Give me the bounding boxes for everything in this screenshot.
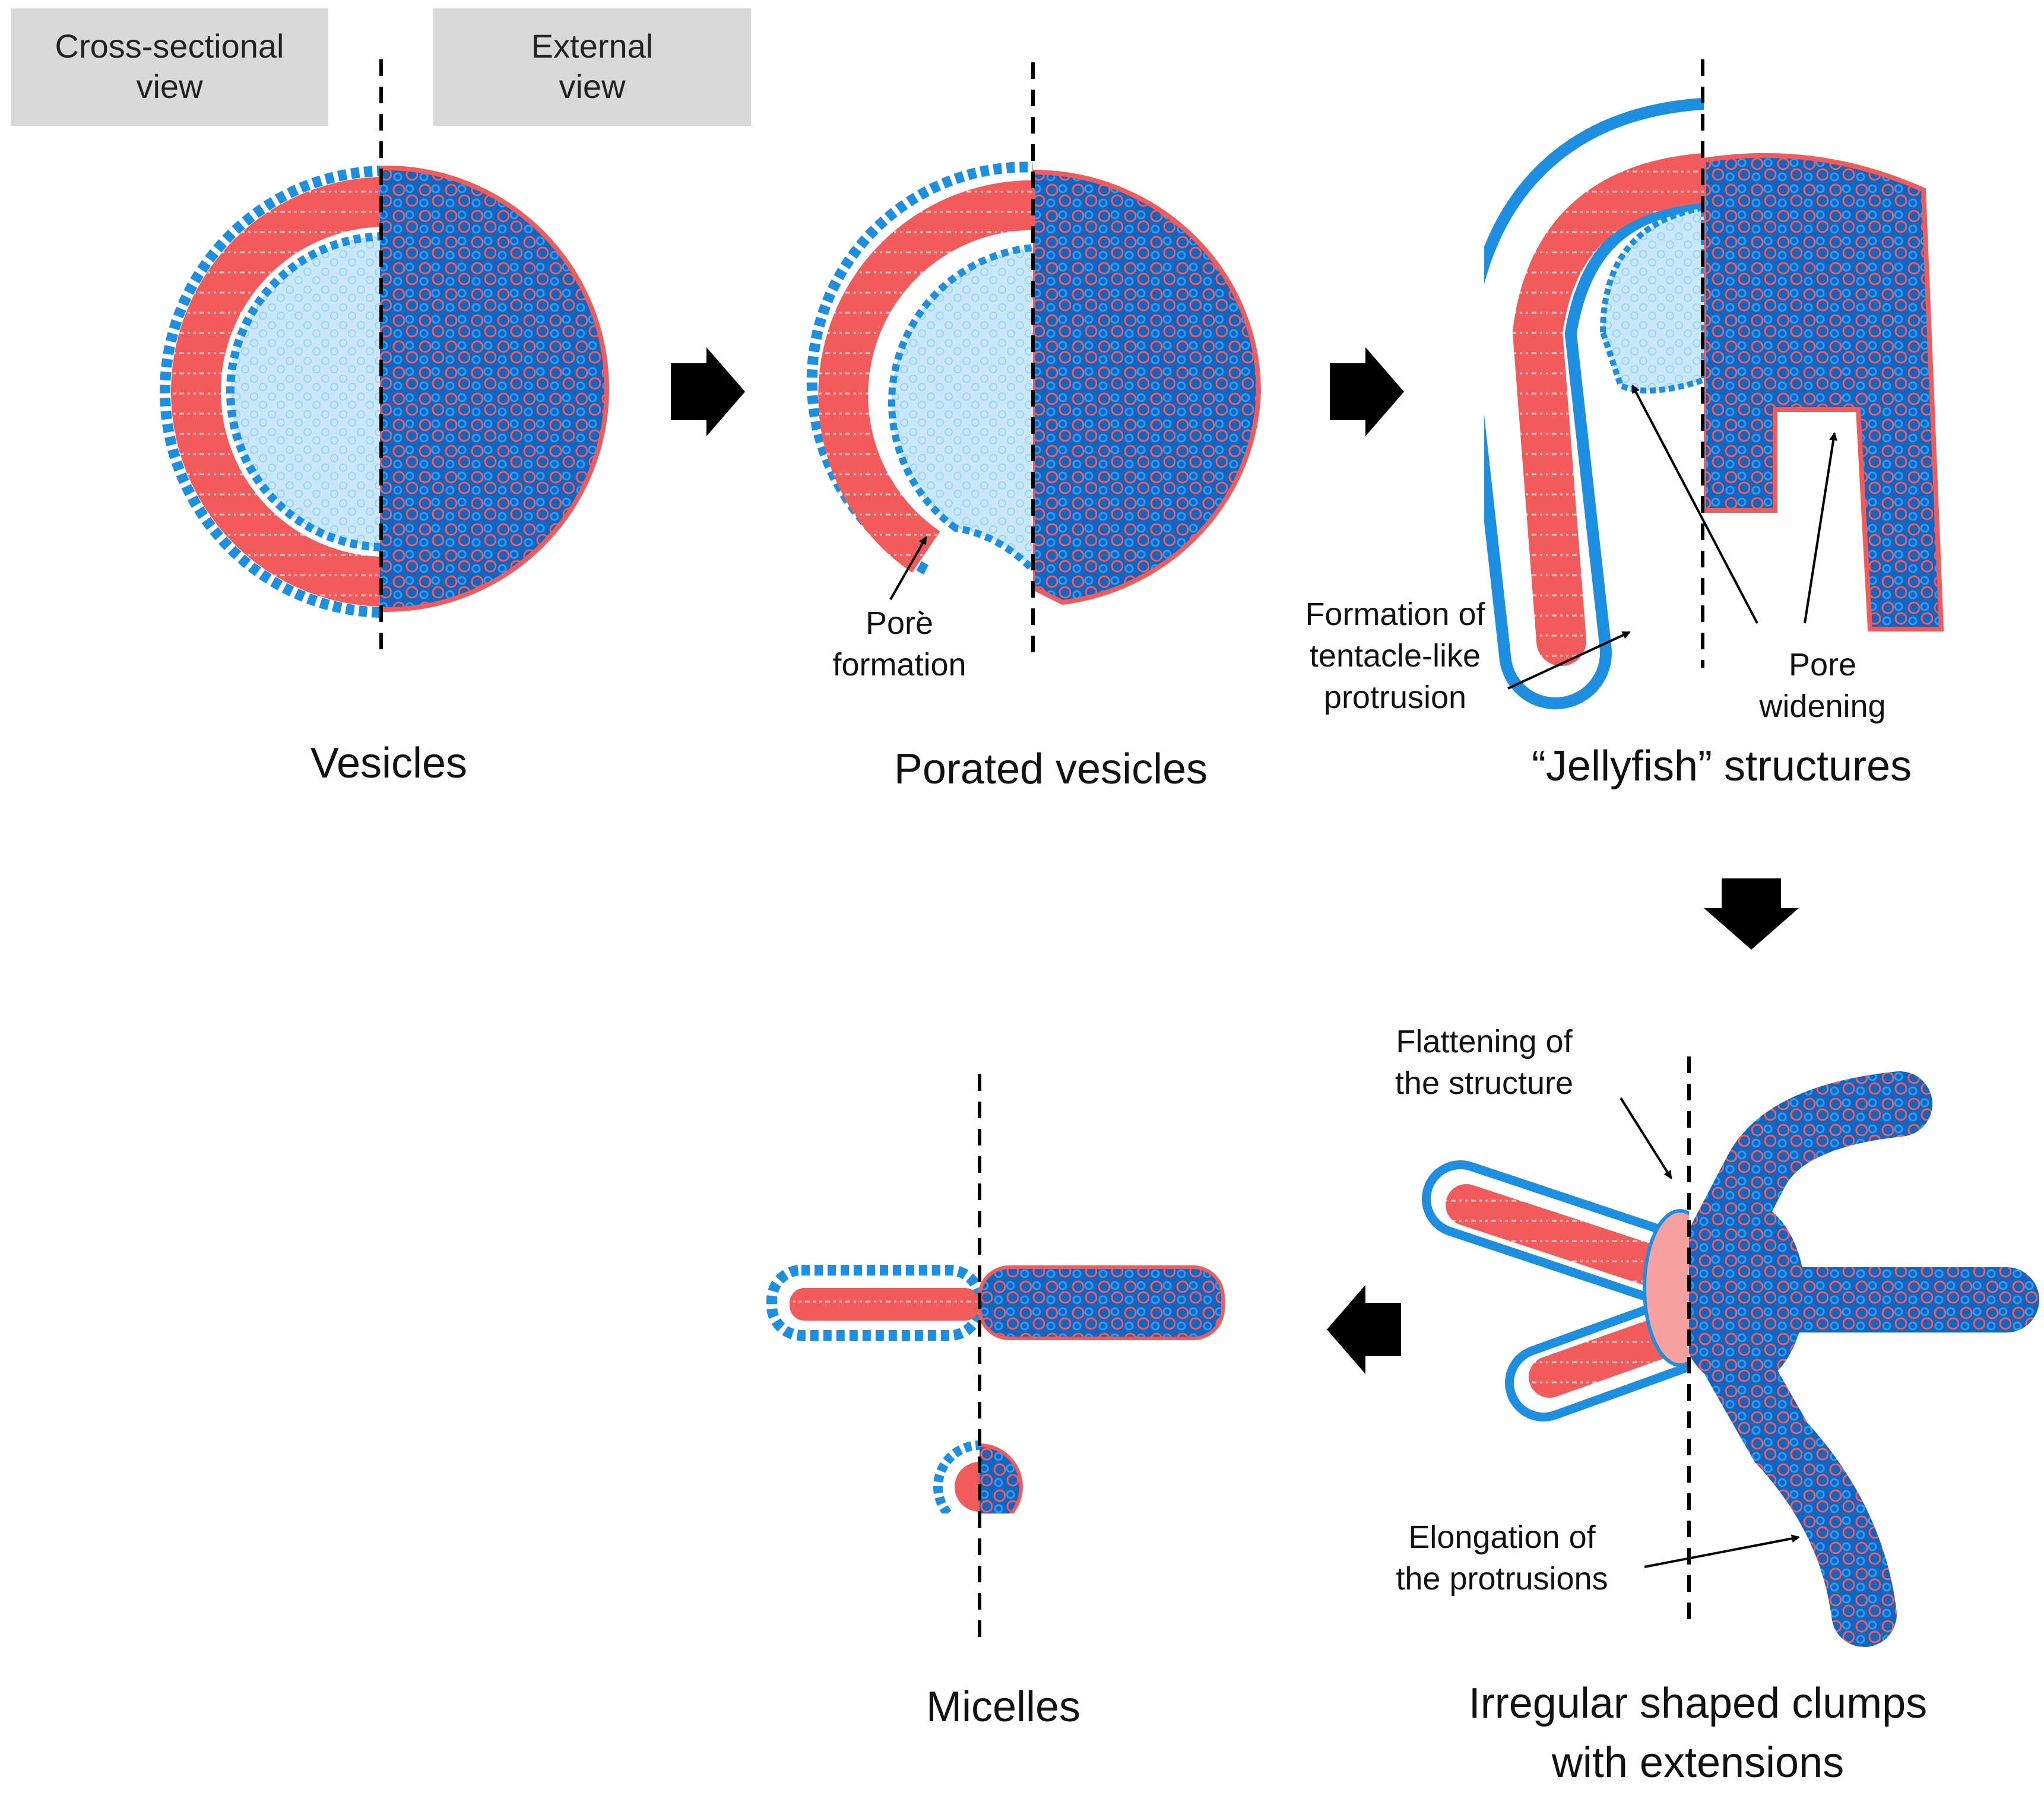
- annotation-flattening: Flattening of the structure: [1360, 1021, 1609, 1104]
- pore-formation-pointer: [889, 536, 927, 600]
- jellyfish-stage: [1484, 98, 1944, 709]
- cross-sectional-view-line2: view: [136, 68, 203, 105]
- pore-widening-pointer-left: [1631, 385, 1758, 624]
- stage-title-porated: Porated vesicles: [893, 745, 1208, 793]
- annotation-tentacle-line1: Formation of: [1305, 596, 1485, 632]
- stage-title-clumps-line1: Irregular shaped clumps: [1468, 1680, 1928, 1727]
- annotation-elongation: Elongation of the protrusions: [1365, 1516, 1639, 1600]
- rod-micelle: [766, 1265, 1225, 1341]
- porated-vesicle-stage: [806, 161, 1262, 615]
- pore-formation-arrow: [918, 610, 924, 615]
- vesicle-stage: [160, 166, 609, 618]
- arrow-right-2: [1330, 347, 1404, 436]
- annotation-pore-widening-line2: widening: [1759, 688, 1886, 724]
- annotation-tentacle-line2: tentacle-like: [1309, 638, 1481, 674]
- divider-lines: [379, 59, 1704, 1644]
- annotation-flattening-line2: the structure: [1395, 1065, 1574, 1101]
- elongation-pointer: [1644, 1534, 1800, 1568]
- clumps-stage: [1422, 1071, 2039, 1647]
- annotation-flattening-line1: Flattening of: [1396, 1024, 1573, 1059]
- process-arrows: [671, 347, 1799, 1374]
- porated-cross-section: [806, 161, 1033, 575]
- spherical-micelle: [933, 1440, 1023, 1513]
- stage-title-jellyfish: “Jellyfish” structures: [1531, 742, 1912, 790]
- annotation-pore-formation-line1: Pore: [865, 605, 934, 641]
- annotation-elongation-line2: the protrusions: [1396, 1561, 1608, 1597]
- stage-title-vesicles: Vesicles: [310, 740, 468, 787]
- vesicle-external: [380, 166, 609, 612]
- external-view-line1: External: [531, 27, 654, 65]
- jellyfish-cross-section: [1484, 98, 1704, 709]
- external-view-line2: view: [559, 68, 626, 105]
- porated-external: [1033, 169, 1262, 605]
- annotation-pore-widening-line1: Pore: [1788, 647, 1857, 683]
- cross-sectional-view-box: Cross-sectional view: [11, 8, 328, 126]
- stage-title-clumps: Irregular shaped clumps with extensions: [1413, 1674, 1983, 1792]
- arrow-left: [1327, 1285, 1401, 1374]
- tentacle-pointer: [1507, 631, 1631, 690]
- pore-widening-pointer-right: [1804, 432, 1838, 624]
- micelles-stage: [766, 1265, 1225, 1513]
- external-view-box: External view: [433, 8, 751, 126]
- annotation-pore-formation-line2: formation: [832, 647, 966, 683]
- annotation-tentacle: Formation of tentacle-like protrusion: [1276, 594, 1514, 718]
- clumps-cross-section: [1422, 1160, 1689, 1421]
- jellyfish-external: [1704, 153, 1944, 632]
- stage-title-clumps-line2: with extensions: [1551, 1739, 1845, 1787]
- annotation-pore-formation: Pore formation: [801, 602, 997, 686]
- annotation-pore-widening: Pore widening: [1722, 644, 1923, 727]
- annotation-tentacle-line3: protrusion: [1323, 680, 1467, 715]
- annotation-elongation-line1: Elongation of: [1408, 1519, 1596, 1555]
- stage-title-micelles: Micelles: [926, 1683, 1081, 1731]
- flattening-pointer: [1620, 1097, 1672, 1179]
- vesicle-cross-section: [160, 166, 380, 618]
- cross-sectional-view-line1: Cross-sectional: [55, 27, 284, 65]
- clumps-external: [1689, 1071, 2039, 1647]
- arrow-right-1: [671, 347, 745, 436]
- arrow-down: [1704, 878, 1799, 950]
